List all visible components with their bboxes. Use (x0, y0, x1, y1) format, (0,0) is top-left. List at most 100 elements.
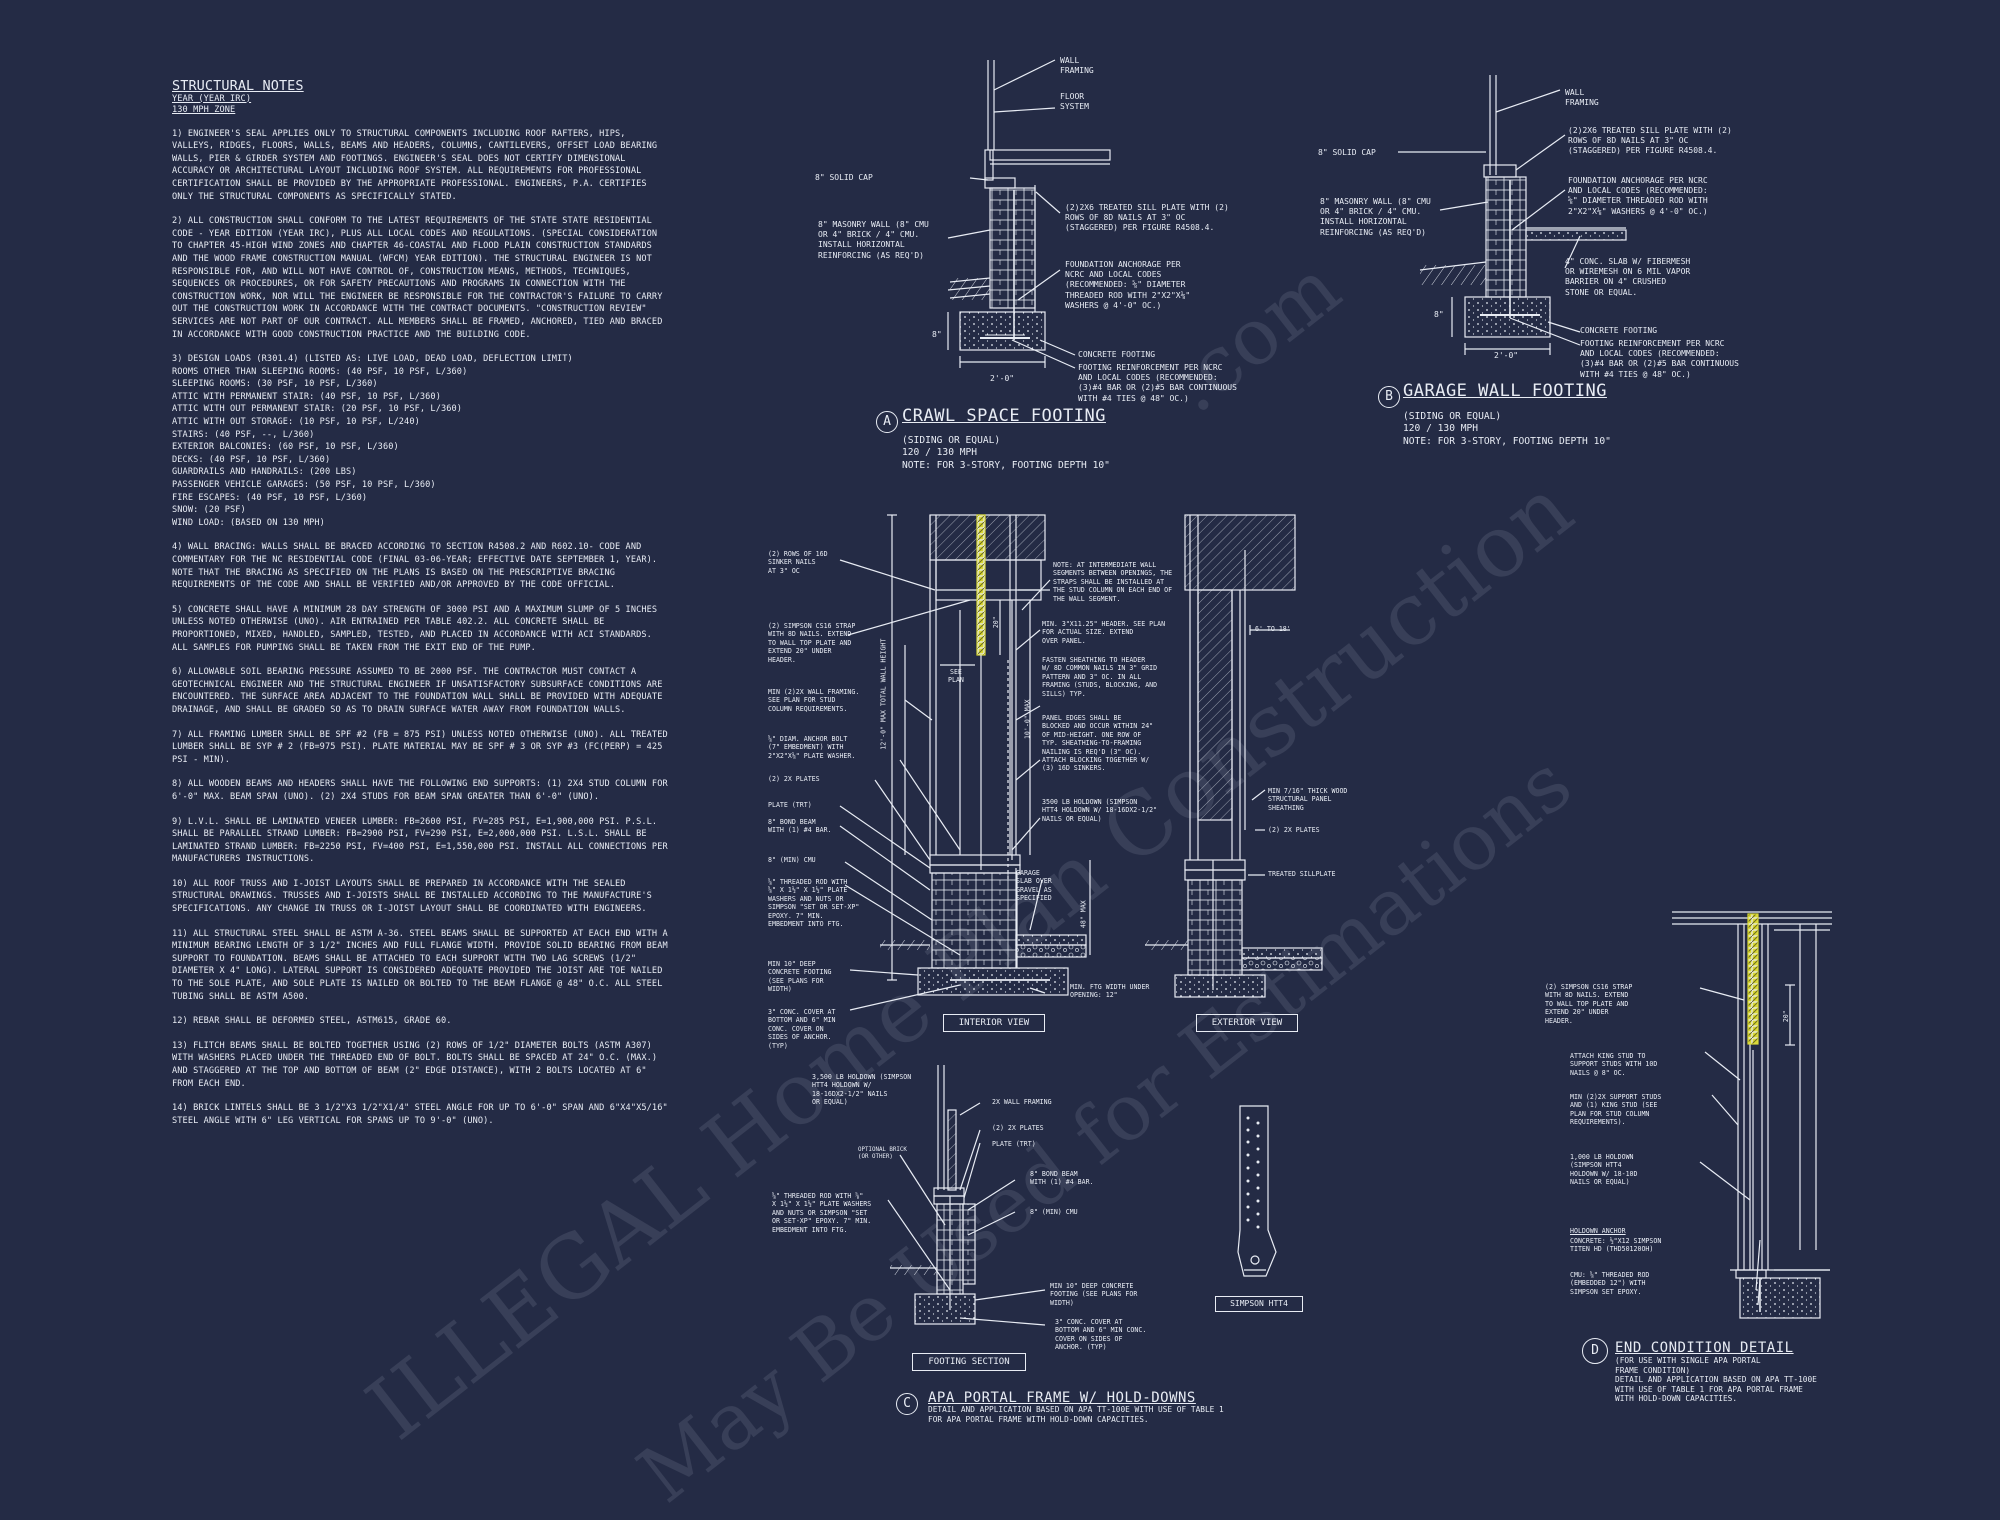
c-min-footing-label: MIN 10" DEEP CONCRETE FOOTING (SEE PLANS… (768, 960, 832, 994)
c-fasten-sheathing-label: FASTEN SHEATHING TO HEADER W/ 8d COMMON … (1042, 656, 1158, 698)
c-dim-20-label: 20" (991, 616, 1000, 629)
note-4: 4) WALL BRACING: WALLS SHALL BE BRACED A… (172, 542, 658, 591)
a-dim-depth-label: 8" (932, 330, 942, 339)
b-dim-depth-label: 8" (1434, 310, 1444, 319)
a-detail-marker: A (876, 411, 898, 433)
c-detail-marker: C (896, 1393, 918, 1415)
c-dim-10ft-label: 10'-0" MAX (1023, 699, 1032, 740)
d-support-studs-label: MIN (2)2X SUPPORT STUDS AND (1) KING STU… (1570, 1093, 1662, 1127)
a-foundation-anchorage-label: FOUNDATION ANCHORAGE PER NCRC AND LOCAL … (1065, 260, 1191, 310)
c-anchor-bolt-label: ⅝" DIAM. ANCHOR BOLT (7" EMBEDMENT) WITH… (768, 735, 856, 760)
c-intermediate-note: NOTE: AT INTERMEDIATE WALL SEGMENTS BETW… (1053, 561, 1173, 603)
a-footing-reinforcement-label: FOOTING REINFORCEMENT PER NCRC AND LOCAL… (1078, 363, 1237, 403)
c-foot-plate-trt-label: PLATE (TRT) (992, 1140, 1036, 1148)
detail-a-drawing (947, 59, 1111, 369)
b-foundation-anchorage-label: FOUNDATION ANCHORAGE PER NCRC AND LOCAL … (1568, 176, 1708, 216)
structural-notes: STRUCTURAL NOTES YEAR (YEAR IRC) 130 mph… (172, 78, 670, 1127)
detail-c-interior-drawing (839, 514, 1091, 1011)
note-10: 10) ALL ROOF TRUSS AND I-JOIST LAYOUTS S… (172, 878, 652, 915)
simpson-htt4-label: SIMPSON HTT4 (1215, 1296, 1303, 1312)
c-foot-wall-framing-label: 2X WALL FRAMING (992, 1098, 1052, 1106)
detail-c-exterior-drawing (1145, 514, 1323, 998)
c-threaded-rod-label: ⅝" THREADED ROD WITH ⅝" x 1½" x 1½" PLAT… (768, 878, 860, 929)
c-ext-span-label: 6' TO 18' (1255, 625, 1291, 633)
note-12: 12) REBAR SHALL BE DEFORMED STEEL, ASTM6… (172, 1016, 452, 1027)
d-anchor-heading: HOLDOWN ANCHOR (1570, 1227, 1626, 1235)
c-foot-holdown-label: 3,500 LB HOLDOWN (SIMPSON HTT4 HOLDOWN W… (812, 1073, 912, 1107)
notes-wind-zone: 130 mph ZONE (172, 104, 236, 115)
d-dim-20-label: 20" (1781, 1010, 1790, 1023)
note-14: 14) BRICK LINTELS SHALL BE 3 1/2"x3 1/2"… (172, 1103, 668, 1126)
note-6: 6) ALLOWABLE SOIL BEARING PRESSURE ASSUM… (172, 667, 663, 715)
notes-year: YEAR (YEAR IRC) (172, 93, 252, 104)
c-foot-threaded-rod-label: ⅝" THREADED ROD WITH ⅝" x 1½" x 1½" PLAT… (772, 1192, 872, 1234)
a-solid-cap-label: 8" SOLID CAP (815, 173, 873, 182)
d-concrete-anchor-label: CONCRETE: ½"x12 SIMPSON TITEN HD (THD501… (1570, 1237, 1662, 1254)
c-plate-trt-label: PLATE (TRT) (768, 801, 812, 809)
a-detail-title: CRAWL SPACE FOOTING (902, 406, 1106, 426)
b-detail-marker: B (1378, 386, 1400, 408)
detail-c-footing-drawing (887, 1065, 1046, 1326)
note-13: 13) FLITCH BEAMS SHALL BE BOLTED TOGETHE… (172, 1040, 658, 1089)
c-panel-edges-label: PANEL EDGES SHALL BE BLOCKED AND OCCUR W… (1042, 714, 1154, 773)
d-strap-label: (2) SIMPSON CS16 STRAP WITH 8d NAILS. EX… (1545, 983, 1633, 1025)
d-detail-subtitle: (FOR USE WITH SINGLE APA PORTAL FRAME CO… (1615, 1356, 1817, 1404)
c-dim-48-label: 48" MAX (1079, 900, 1088, 929)
b-footing-reinforcement-label: FOOTING REINFORCEMENT PER NCRC AND LOCAL… (1580, 339, 1739, 379)
b-detail-title: GARAGE WALL FOOTING (1403, 381, 1607, 401)
a-sill-plate-label: (2)2x6 TREATED SILL PLATE WITH (2) ROWS … (1065, 203, 1229, 233)
c-dim-wall-height-label: 12'-0" MAX TOTAL WALL HEIGHT (879, 638, 888, 750)
detail-b-drawing (1398, 75, 1627, 355)
note-1: 1) ENGINEER'S SEAL APPLIES ONLY TO STRUC… (172, 128, 658, 202)
a-dim-width-label: 2'-0" (990, 374, 1015, 383)
b-dim-width-label: 2'-0" (1494, 351, 1519, 360)
c-strap-label: (2) SIMPSON CS16 STRAP WITH 8d NAILS. EX… (768, 622, 856, 664)
b-wall-framing-label: WALL FRAMING (1565, 88, 1599, 108)
c-cmu-label: 8" (MIN) CMU (768, 856, 816, 864)
a-floor-system-label: FLOOR SYSTEM (1060, 92, 1089, 112)
note-7: 7) ALL FRAMING LUMBER SHALL BE SPF #2 (F… (172, 729, 668, 765)
simpson-htt4-drawing (1237, 1105, 1277, 1277)
c-foot-cmu-label: 8" (MIN) CMU (1030, 1208, 1078, 1216)
c-plates-label: (2) 2x PLATES (768, 775, 820, 783)
d-holdown-label: 1,000 LB HOLDOWN (SIMPSON HTT4 HOLDOWN W… (1570, 1153, 1638, 1187)
d-detail-title: END CONDITION DETAIL (1615, 1340, 1794, 1356)
c-interior-view-label: INTERIOR VIEW (943, 1014, 1045, 1032)
c-bond-beam-label: 8" BOND BEAM WITH (1) #4 BAR. (768, 818, 832, 835)
notes-title: STRUCTURAL NOTES (172, 78, 304, 94)
c-foot-bond-beam-label: 8" BOND BEAM WITH (1) #4 BAR. (1030, 1170, 1094, 1187)
c-foot-conc-cover-label: 3" CONC. COVER AT BOTTOM AND 6" MIN CONC… (1055, 1318, 1147, 1352)
b-slab-label: 4" CONC. SLAB w/ FIBERMESH OR WIREMESH O… (1565, 257, 1691, 297)
c-detail-subtitle: DETAIL AND APPLICATION BASED ON APA TT-1… (928, 1405, 1224, 1424)
c-header-label: MIN. 3"x11.25" HEADER. SEE PLAN FOR ACTU… (1042, 620, 1166, 645)
c-sinker-nails-label: (2) ROWS OF 16d SINKER NAILS AT 3" OC (768, 550, 828, 575)
c-foot-brick-label: OPTIONAL BRICK (OR OTHER) (858, 1147, 907, 1161)
c-min-ftg-width-label: MIN. FTG WIDTH UNDER OPENING: 12" (1070, 983, 1150, 1000)
a-masonry-wall-label: 8" MASONRY WALL (8" CMU OR 4" BRICK / 4"… (818, 220, 929, 260)
b-masonry-wall-label: 8" MASONRY WALL (8" CMU OR 4" BRICK / 4"… (1320, 197, 1431, 237)
detail-d-drawing (1672, 911, 1832, 1319)
c-see-plan-label: SEE PLAN (948, 668, 964, 685)
c-conc-cover-label: 3" CONC. COVER AT BOTTOM AND 6" MIN CONC… (768, 1008, 836, 1050)
c-detail-title: APA PORTAL FRAME W/ HOLD-DOWNS (928, 1390, 1196, 1406)
c-wall-framing-label: MIN (2)2X WALL FRAMING. SEE PLAN FOR STU… (768, 688, 860, 713)
c-exterior-view-label: EXTERIOR VIEW (1196, 1014, 1298, 1032)
a-detail-subtitle: (SIDING OR EQUAL) 120 / 130 MPH NOTE: FO… (902, 435, 1110, 471)
c-foot-plates-label: (2) 2x PLATES (992, 1124, 1044, 1132)
note-9: 9) L.V.L. SHALL BE LAMINATED VENEER LUMB… (172, 816, 668, 865)
c-ext-plates-label: (2) 2x PLATES (1268, 826, 1320, 834)
b-solid-cap-label: 8" SOLID CAP (1318, 148, 1376, 157)
c-foot-min-footing-label: MIN 10" DEEP CONCRETE FOOTING (SEE PLANS… (1050, 1282, 1138, 1307)
note-3: 3) DESIGN LOADS (R301.4) (LISTED AS: LIV… (172, 354, 573, 528)
d-king-stud-label: ATTACH KING STUD TO SUPPORT STUDS WITH 1… (1570, 1052, 1658, 1077)
c-holdown-label: 3500 LB HOLDOWN (SIMPSON HTT4 HOLDOWN W/… (1042, 798, 1158, 823)
note-11: 11) ALL STRUCTURAL STEEL SHALL BE ASTM A… (172, 928, 668, 1002)
c-footing-section-label: FOOTING SECTION (912, 1353, 1026, 1371)
note-8: 8) ALL WOODEN BEAMS AND HEADERS SHALL HA… (172, 779, 668, 802)
b-detail-subtitle: (SIDING OR EQUAL) 120 / 130 MPH NOTE: FO… (1403, 411, 1611, 447)
d-detail-marker: D (1582, 1338, 1608, 1364)
c-ext-sillplate-label: TREATED SILLPLATE (1268, 870, 1336, 878)
a-wall-framing-label: WALL FRAMING (1060, 56, 1094, 76)
note-2: 2) ALL CONSTRUCTION SHALL CONFORM TO THE… (172, 216, 663, 340)
